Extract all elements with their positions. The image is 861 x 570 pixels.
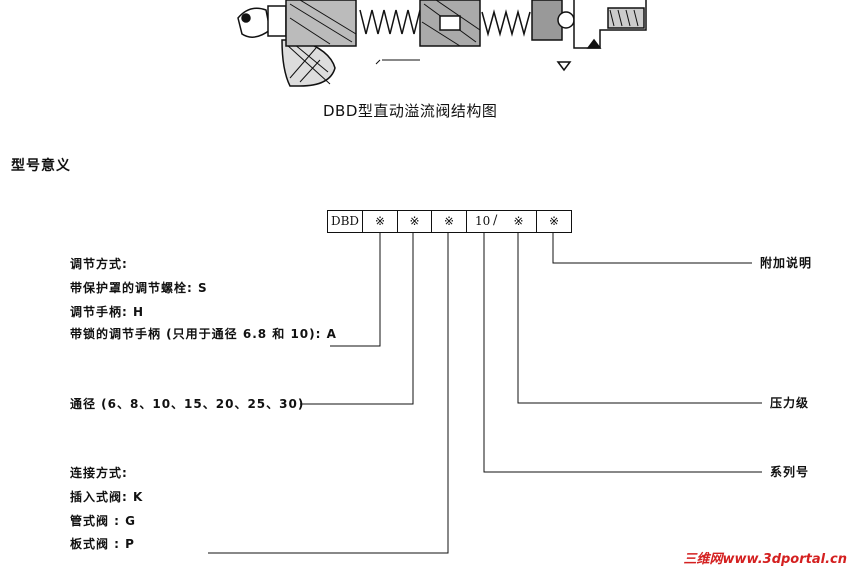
label-connection-title: 连接方式: (70, 466, 128, 480)
figure-caption: DBD型直动溢流阀结构图 (323, 102, 498, 120)
leader-diameter (300, 233, 414, 405)
leader-pressure (517, 233, 762, 404)
code-box-adjustment: ※ (362, 210, 398, 233)
code-box-connection: ※ (431, 210, 467, 233)
label-diameter: 通径 (6、8、10、15、20、25、30) (70, 397, 305, 411)
leader-lines (208, 233, 762, 554)
section-heading: 型号意义 (11, 158, 71, 174)
label-adjustment-a: 带锁的调节手柄 (只用于通径 6.8 和 10): A (70, 327, 337, 341)
label-adjustment-h: 调节手柄: H (70, 305, 145, 319)
code-box-additional: ※ (536, 210, 572, 233)
code-box-dbd: DBD (327, 210, 363, 233)
code-box-diameter: ※ (397, 210, 432, 233)
label-connection-g: 管式阀 : G (70, 514, 137, 528)
label-adjustment-title: 调节方式: (70, 257, 128, 271)
label-adjustment-s: 带保护罩的调节螺栓: S (70, 281, 208, 295)
label-pressure-level: 压力级 (770, 396, 810, 410)
label-connection-p: 板式阀 : P (70, 537, 135, 551)
leader-adjustment (330, 233, 381, 347)
leader-connection (208, 233, 449, 554)
leader-series (483, 233, 762, 473)
label-connection-k: 插入式阀: K (70, 490, 144, 504)
site-watermark: 三维网www.3dportal.cn (683, 552, 847, 567)
label-series-number: 系列号 (770, 465, 810, 479)
code-box-pressure: ※ (501, 210, 537, 233)
valve-section-drawing (237, 0, 647, 87)
code-separator: / (493, 213, 499, 228)
leader-additional (552, 233, 752, 264)
label-additional-info: 附加说明 (760, 256, 813, 270)
